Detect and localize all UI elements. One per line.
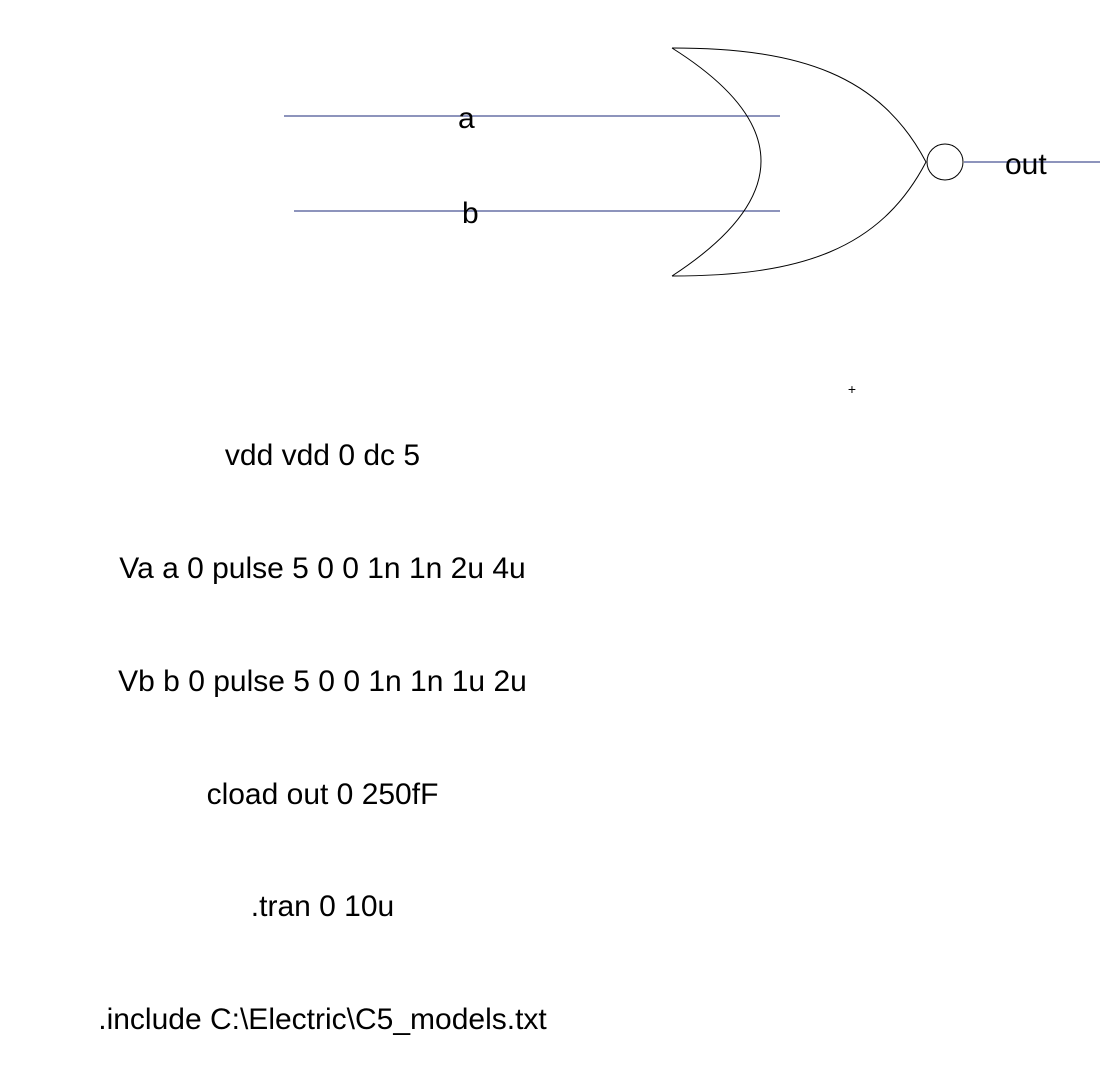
input-label-a: a [458,102,475,135]
spice-line: vdd vdd 0 dc 5 [224,439,421,473]
output-label-out: out [1005,148,1047,181]
input-label-b: b [462,197,479,230]
nor-gate-back-curve [671,47,762,277]
nor-gate[interactable] [671,47,964,277]
cursor-crosshair: + [848,381,856,397]
schematic-canvas: a b out + [284,47,1100,397]
nor-gate-inversion-bubble [926,143,964,181]
spice-line: Va a 0 pulse 5 0 0 1n 1n 2u 4u [119,551,526,585]
nor-gate-top-curve [671,47,927,163]
spice-line: .tran 0 10u [250,890,395,924]
nor-gate-bottom-curve [671,161,927,277]
spice-line: Vb b 0 pulse 5 0 0 1n 1n 1u 2u [118,664,527,698]
spice-line: cload out 0 250fF [206,777,439,811]
spice-line: .include C:\Electric\C5_models.txt [98,1003,547,1037]
spice-directives-block[interactable]: vdd vdd 0 dc 5 Va a 0 pulse 5 0 0 1n 1n … [0,362,645,1076]
